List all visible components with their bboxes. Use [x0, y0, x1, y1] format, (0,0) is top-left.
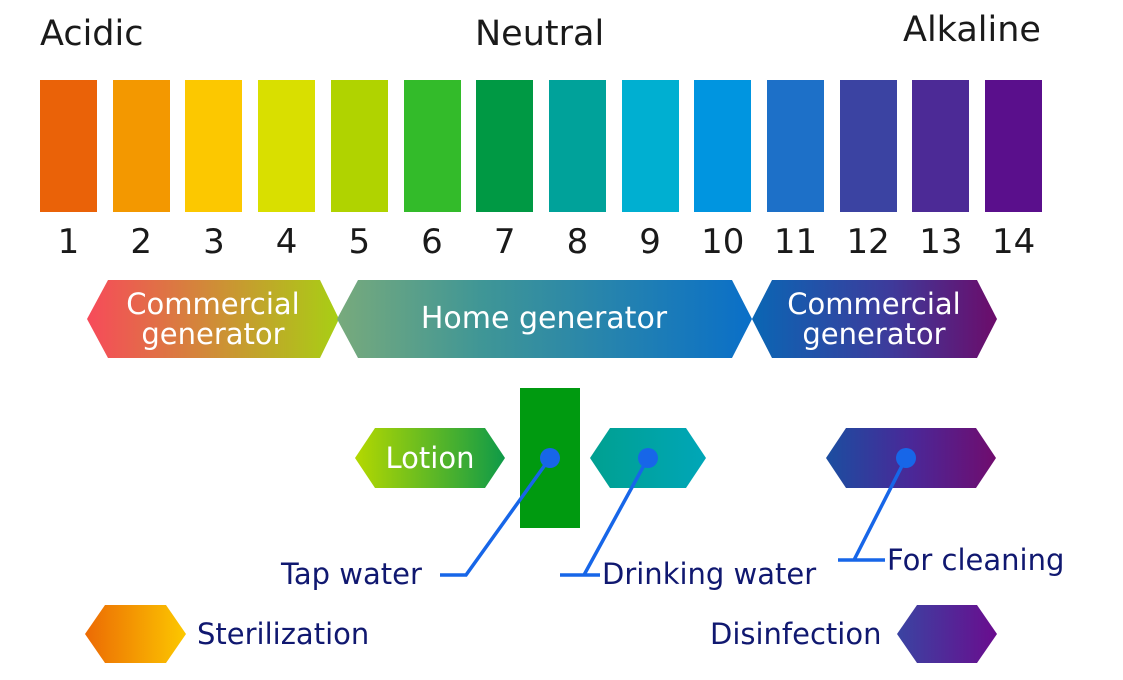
drinking-water-connector [560, 457, 650, 577]
alkaline-heading: Alkaline [903, 10, 1041, 50]
tap-water-connector [440, 456, 552, 577]
ph-number-5: 5 [348, 222, 371, 262]
ph-number-3: 3 [203, 222, 225, 262]
sterilization-shape [85, 605, 186, 663]
ph-bar-13 [912, 80, 970, 212]
ph-number-14: 14 [991, 222, 1036, 262]
ph-bar-10 [694, 80, 752, 212]
ph-number-7: 7 [493, 222, 516, 262]
disinfection-label: Disinfection [710, 617, 882, 651]
alkaline-commercial-generator-label: Commercial generator [760, 283, 988, 355]
alkaline-commercial-generator-shape [752, 280, 997, 358]
tap-water-marker [540, 448, 560, 468]
ph-number-6: 6 [421, 222, 443, 262]
ph-bar-6 [403, 80, 461, 212]
ph-bar-1 [40, 80, 97, 212]
alkaline-generator-line1: Commercial [787, 286, 961, 321]
drinking-water-label: Drinking water [602, 557, 817, 591]
acidic-commercial-generator-shape [87, 280, 339, 358]
ph-number-13: 13 [919, 222, 963, 262]
neutral-heading: Neutral [475, 14, 605, 54]
ph-number-10: 10 [701, 222, 745, 262]
alkaline-generator-line2: generator [802, 316, 946, 351]
acidic-generator-line2: generator [141, 316, 285, 351]
home-generator-label: Home generator [420, 301, 668, 336]
ph-bar-5 [330, 80, 388, 212]
drinking-water-marker [638, 448, 658, 468]
ph-bar-9 [621, 80, 679, 212]
ph-number-8: 8 [566, 222, 589, 262]
sterilization-label: Sterilization [197, 617, 370, 651]
ph-bar-12 [839, 80, 897, 212]
for-cleaning-connector [838, 457, 908, 562]
acidic-commercial-generator-label: Commercial generator [95, 283, 331, 355]
ph-number-11: 11 [773, 222, 818, 262]
ph-bar-7 [476, 80, 534, 212]
ph-bar-2 [112, 80, 170, 212]
ph-number-2: 2 [130, 222, 152, 262]
ph-bar-14 [985, 80, 1043, 212]
ph-bar-4 [258, 80, 316, 212]
disinfection-shape [897, 605, 997, 663]
tap-water-label: Tap water [281, 557, 422, 591]
ph-number-12: 12 [846, 222, 890, 262]
ph-number-4: 4 [275, 222, 298, 262]
acidic-heading: Acidic [40, 14, 144, 54]
ph-bar-11 [767, 80, 824, 212]
lotion-shape [355, 428, 505, 488]
home-generator-shape [337, 280, 752, 358]
ph-bar-8 [548, 80, 606, 212]
for-cleaning-marker [896, 448, 916, 468]
ph-number-9: 9 [639, 222, 661, 262]
ph-number-1: 1 [57, 222, 80, 262]
for-cleaning-label: For cleaning [887, 543, 1065, 577]
lotion-label: Lotion [385, 440, 475, 475]
acidic-generator-line1: Commercial [126, 286, 300, 321]
ph-bar-3 [185, 80, 243, 212]
